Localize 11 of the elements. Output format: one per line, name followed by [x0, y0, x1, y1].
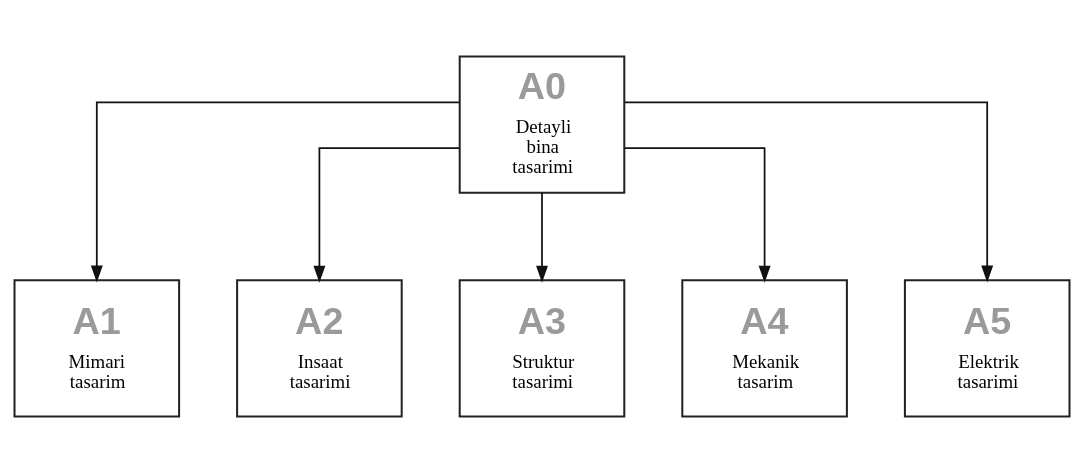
arrow: [623, 100, 994, 283]
node-box: A0 Detayli bina tasarimi: [458, 54, 626, 194]
arrow: [624, 146, 771, 283]
node-box: A5 Elektrik tasarimi: [903, 278, 1071, 418]
node-box: A4 Mekanik tasarim: [681, 278, 848, 418]
arrow: [536, 191, 548, 283]
node-box: A3 Struktur tasarimi: [458, 278, 626, 418]
node-box: A1 Mimari tasarim: [13, 278, 181, 418]
arrow: [90, 100, 461, 283]
arrow: [313, 146, 460, 283]
node-box: A2 Insaat tasarimi: [236, 278, 403, 418]
